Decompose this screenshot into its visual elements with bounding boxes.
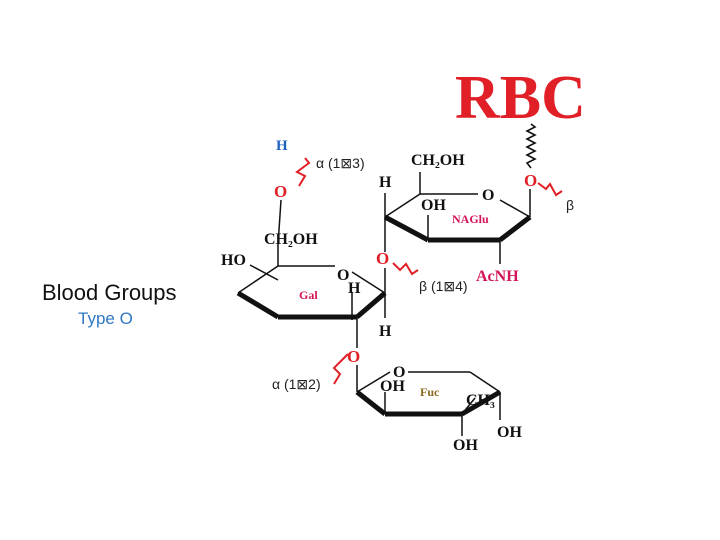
rbc-wavy-bond [525, 123, 537, 169]
fuc-oh-left-label: OH [380, 378, 405, 395]
acnh-label: AcNH [476, 268, 519, 285]
link-squiggle-beta14 [392, 262, 419, 276]
gal-ring [236, 199, 387, 348]
naglu-ring [383, 172, 532, 264]
fuc-ring-label: Fuc [420, 385, 440, 399]
fuc-ring-oxygen-label: O [393, 364, 405, 381]
oxygen-top-label: O [274, 182, 287, 201]
gal-ho-label: HO [221, 252, 246, 269]
naglu-ring-oxygen-label: O [482, 187, 494, 204]
oxygen-rbc-link-label: O [524, 171, 537, 190]
gal-ring-oxygen-label: O [337, 267, 349, 284]
gal-ch2oh-label: CH₂OH [264, 231, 318, 248]
linkage-beta-label: β [566, 197, 574, 213]
link-squiggle-beta [537, 182, 563, 197]
diagram-title: Blood Groups [42, 280, 177, 305]
naglu-h-top-label: H [379, 174, 392, 191]
gal-ring-label: Gal [299, 288, 318, 302]
naglu-ring-label: NAGlu [452, 212, 489, 226]
linkage-beta14-label: β (1⊠4) [419, 278, 468, 294]
link-squiggle-alpha12 [332, 353, 349, 385]
gal-h-below-label: H [379, 323, 392, 340]
naglu-ch2oh-label: CH₂OH [411, 152, 465, 169]
rbc-label: RBC [455, 64, 586, 132]
gal-h-right-label: H [348, 280, 361, 297]
linkage-alpha12-label: α (1⊠2) [272, 376, 321, 392]
naglu-oh-label: OH [421, 197, 446, 214]
fuc-oh-bottom-label: OH [453, 437, 478, 454]
fuc-ch3-label: CH₃ [466, 392, 495, 409]
oxygen-gal-fuc-label: O [347, 347, 360, 366]
linkage-alpha13-label: α (1⊠3) [316, 155, 365, 171]
hydrogen-top-label: H [276, 138, 288, 154]
diagram-subtitle: Type O [78, 309, 133, 328]
link-squiggle-alpha13 [295, 157, 311, 187]
fuc-ring [355, 365, 502, 436]
oxygen-gal-naglu-label: O [376, 249, 389, 268]
fuc-oh-right-label: OH [497, 424, 522, 441]
